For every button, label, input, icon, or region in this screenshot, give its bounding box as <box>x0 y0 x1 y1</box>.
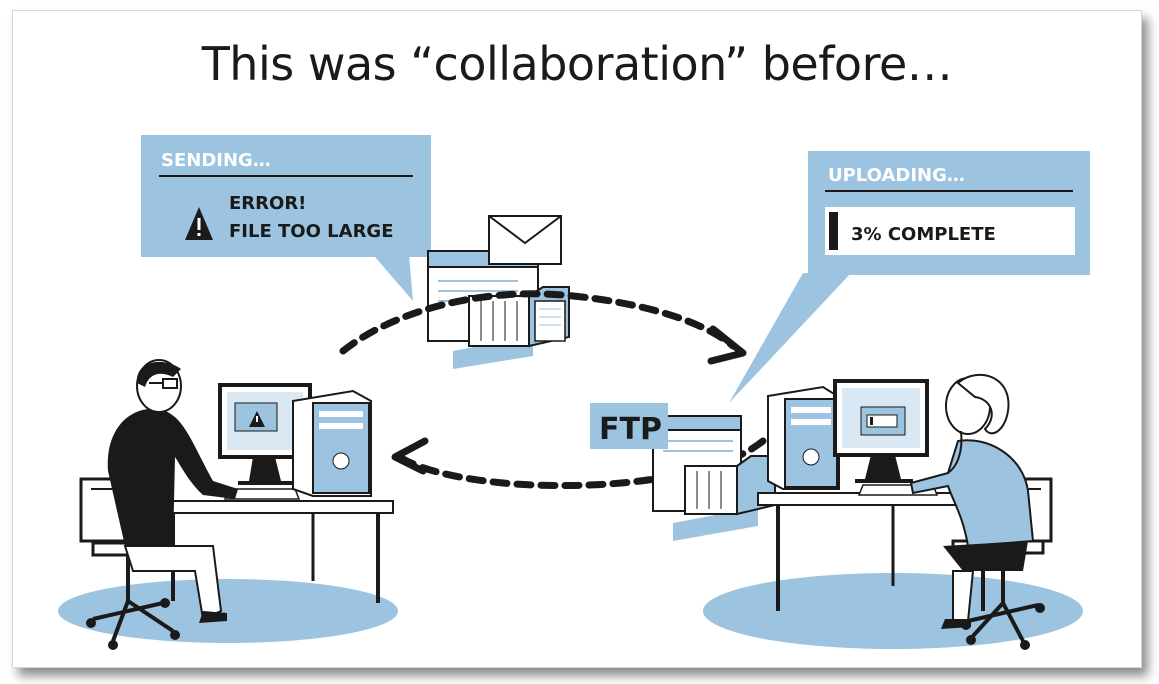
man-figure <box>107 359 238 623</box>
left-bubble-header: SENDING… <box>161 150 271 171</box>
left-bubble-message: FILE TOO LARGE <box>229 221 394 242</box>
left-speech-bubble: SENDING… ERROR! FILE TOO LARGE <box>141 135 431 301</box>
illustration: SENDING… ERROR! FILE TOO LARGE UPLOADING… <box>58 135 1090 650</box>
left-bubble-error: ERROR! <box>229 193 306 214</box>
right-bubble-header: UPLOADING… <box>828 165 965 186</box>
slide-frame: This was “collaboration” before… SENDING… <box>12 10 1142 668</box>
right-floor-shadow <box>703 573 1083 649</box>
ftp-documents: FTP <box>590 403 776 541</box>
right-speech-bubble: UPLOADING… 3% COMPLETE <box>729 151 1090 403</box>
left-workstation <box>79 359 394 650</box>
email-documents <box>427 215 570 369</box>
ftp-label: FTP <box>599 412 662 447</box>
warning-icon <box>185 207 213 240</box>
left-floor-shadow <box>58 579 398 643</box>
upload-progress-fill <box>829 212 838 250</box>
arrow-to-recipient <box>339 290 747 365</box>
upload-progress-track <box>825 207 1075 255</box>
right-workstation <box>757 373 1053 650</box>
upload-progress-label: 3% COMPLETE <box>851 224 996 245</box>
screen-warning-icon <box>249 411 265 427</box>
woman-figure <box>909 373 1035 629</box>
slide-title: This was “collaboration” before… <box>201 37 953 91</box>
